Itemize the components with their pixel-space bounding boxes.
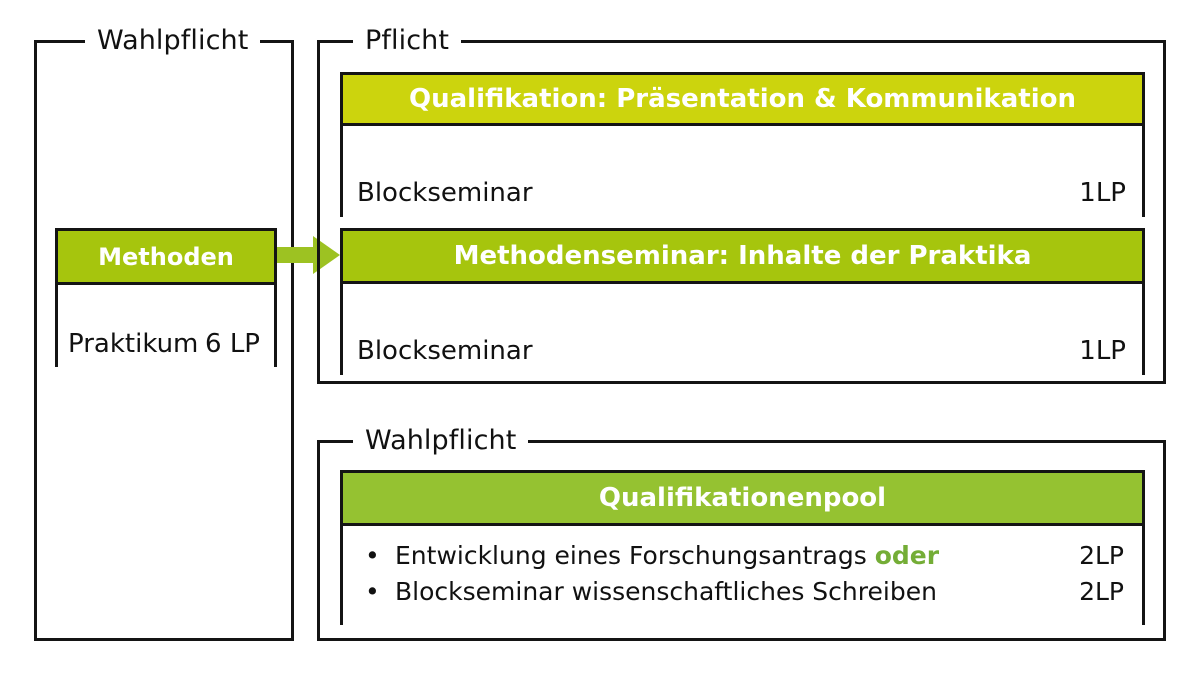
list-item-conjunction: oder <box>874 541 940 570</box>
card-methoden-row-label: Praktikum <box>68 329 199 359</box>
group-pflicht-legend: Pflicht <box>353 26 462 56</box>
card-methoden-header-title: Methoden <box>58 231 274 282</box>
card-qualifikation-row-credits: 1LP <box>1079 178 1126 208</box>
card-qualifikationenpool: Qualifikationenpool • Entwicklung eines F… <box>340 470 1145 625</box>
card-methoden-header-wrap: Methoden <box>58 231 274 282</box>
list-item-label: Blockseminar wissenschaftliches Schreibe… <box>395 577 937 606</box>
list-item: • Entwicklung eines Forschungsantrags ode… <box>365 538 1126 574</box>
card-methoden-row-credits: 6 LP <box>205 329 260 359</box>
card-methodenseminar-row: Blockseminar 1LP <box>357 336 1126 366</box>
group-wahlpflicht-right-legend: Wahlpflicht <box>353 426 529 456</box>
list-item-credits: 2LP <box>1079 541 1124 570</box>
list-item: • Blockseminar wissenschaftliches Schreib… <box>365 574 1126 610</box>
bullet-dot-icon: • <box>365 541 380 570</box>
card-qualifikation-header-wrap: Qualifikation: Präsentation & Kommunikat… <box>343 75 1142 123</box>
card-qualifikation-row-label: Blockseminar <box>357 178 533 208</box>
card-methodenseminar-header-title: Methodenseminar: Inhalte der Praktika <box>343 231 1142 281</box>
card-methoden-body: Praktikum 6 LP <box>58 282 274 367</box>
card-qualifikation-row: Blockseminar 1LP <box>357 178 1126 208</box>
group-wahlpflicht-left-legend: Wahlpflicht <box>85 26 261 56</box>
card-qualifikation: Qualifikation: Präsentation & Kommunikat… <box>340 72 1145 217</box>
bullet-dot-icon: • <box>365 577 380 606</box>
card-qualifikation-body: Blockseminar 1LP <box>343 123 1142 217</box>
card-methodenseminar-row-label: Blockseminar <box>357 336 533 366</box>
card-qualifikationenpool-header-title: Qualifikationenpool <box>343 473 1142 523</box>
card-qualifikationenpool-body: • Entwicklung eines Forschungsantrags ode… <box>343 523 1142 625</box>
card-methodenseminar-header-wrap: Methodenseminar: Inhalte der Praktika <box>343 231 1142 281</box>
group-pflicht: Pflicht <box>317 26 1166 384</box>
group-wahlpflicht-right: Wahlpflicht <box>317 426 1166 641</box>
list-item-credits: 2LP <box>1079 577 1124 606</box>
card-methodenseminar: Methodenseminar: Inhalte der Praktika Bl… <box>340 228 1145 375</box>
card-methoden: Methoden Praktikum 6 LP <box>55 228 277 367</box>
card-qualifikationenpool-header-wrap: Qualifikationenpool <box>343 473 1142 523</box>
arrow-right-icon <box>277 236 340 274</box>
card-methoden-row: Praktikum 6 LP <box>68 329 262 359</box>
qualifikationenpool-list: • Entwicklung eines Forschungsantrags ode… <box>343 534 1142 610</box>
card-methodenseminar-row-credits: 1LP <box>1079 336 1126 366</box>
group-wahlpflicht-left: Wahlpflicht <box>34 26 294 641</box>
card-methodenseminar-body: Blockseminar 1LP <box>343 281 1142 375</box>
card-qualifikation-header-title: Qualifikation: Präsentation & Kommunikat… <box>343 75 1142 123</box>
list-item-label: Entwicklung eines Forschungsantrags oder <box>395 541 940 570</box>
